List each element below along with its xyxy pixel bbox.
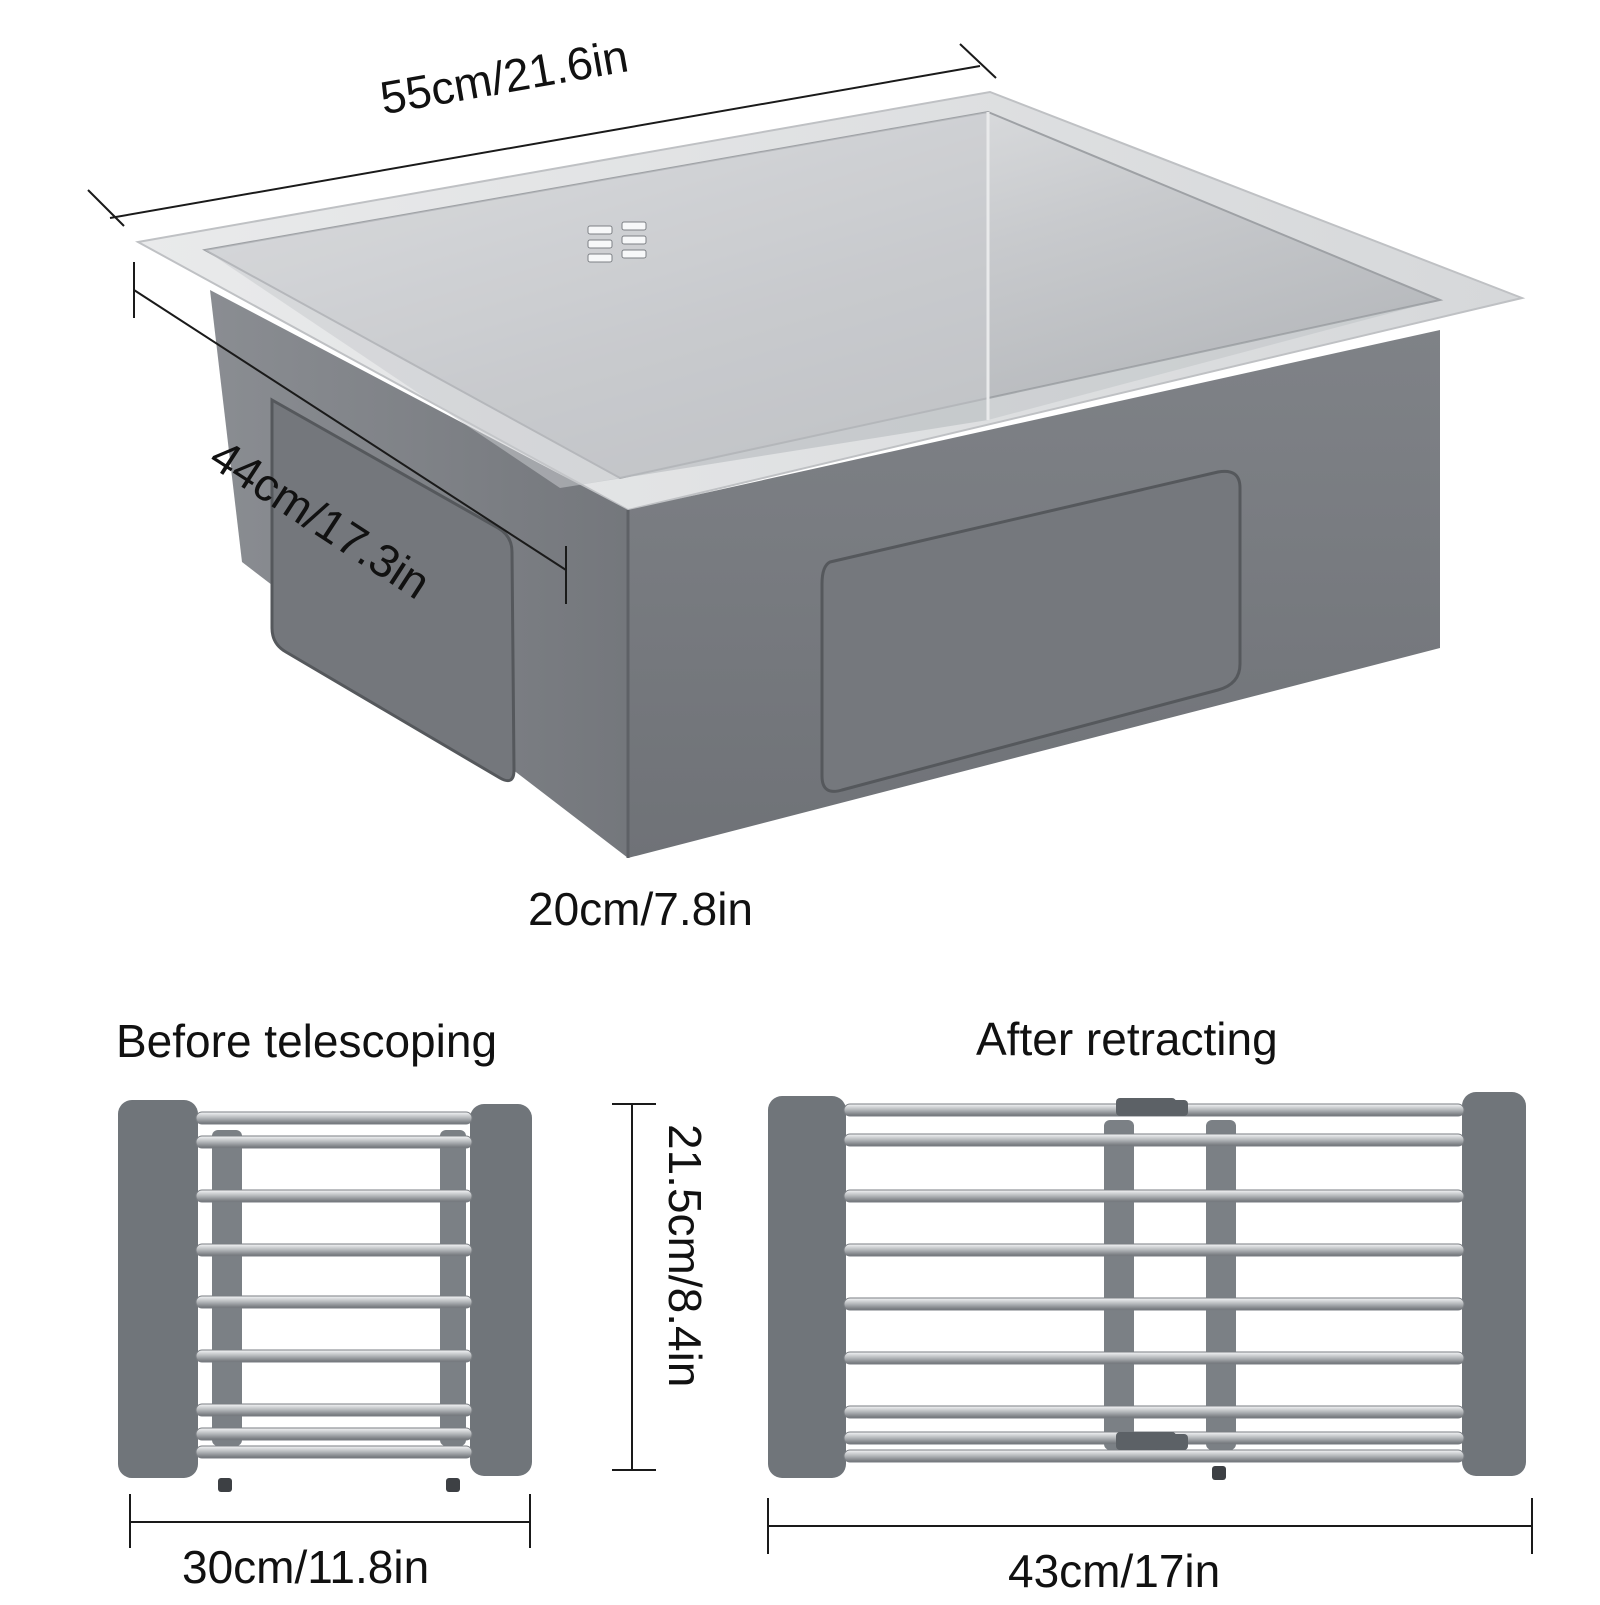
rack-after-left-handle	[768, 1096, 846, 1478]
rack-after-bar-9	[843, 1449, 1465, 1463]
rack-before-feet	[218, 1478, 460, 1492]
rack-after-mid-rail-right	[1206, 1120, 1236, 1450]
rack-before-left-handle	[118, 1100, 198, 1478]
rack-after-clips	[1116, 1098, 1188, 1450]
sink-basin-back-wall	[205, 112, 988, 488]
rack-before-right-rail	[440, 1130, 466, 1446]
rack-after-width-label: 43cm/17in	[1008, 1545, 1221, 1597]
rack-before-left-rail	[212, 1130, 242, 1446]
rack-after-bar-3	[843, 1189, 1465, 1203]
overflow-drain-icon	[587, 221, 647, 263]
rack-after-mid-rail-left	[1104, 1120, 1134, 1450]
rack-before-bar-7	[195, 1403, 473, 1417]
rack-before-bar-5	[195, 1295, 473, 1309]
rack-before-bars	[195, 1111, 473, 1459]
rack-dimension-lines	[129, 1103, 1533, 1554]
rack-before-bar-9	[195, 1445, 473, 1459]
sink-front-pad	[820, 469, 1242, 793]
rack-before-bar-6	[195, 1349, 473, 1363]
rack-before-title: Before telescoping	[116, 1015, 498, 1067]
rack-after-bar-6	[843, 1351, 1465, 1365]
sink-dimension-lines	[87, 43, 997, 604]
rack-after-bars	[843, 1103, 1465, 1463]
rack-before-bar-4	[195, 1243, 473, 1257]
rack-after-foot	[1212, 1466, 1226, 1480]
rack-before-bar-2	[195, 1135, 473, 1149]
rack-before-bar-8	[195, 1427, 473, 1441]
rack-depth-label: 21.5cm/8.4in	[659, 1124, 711, 1388]
rack-after-title: After retracting	[976, 1013, 1278, 1065]
rack-after-illustration	[768, 1092, 1526, 1480]
sink-side-pad	[270, 397, 516, 783]
sink-illustration	[87, 43, 1526, 858]
rack-before-illustration	[118, 1100, 532, 1492]
rack-before-bar-3	[195, 1189, 473, 1203]
rack-before-right-handle	[470, 1104, 532, 1476]
rack-before-width-label: 30cm/11.8in	[182, 1541, 430, 1593]
sink-height-label: 20cm/7.8in	[528, 883, 754, 935]
rack-after-bar-4	[843, 1243, 1465, 1257]
rack-after-right-handle	[1462, 1092, 1526, 1476]
rack-before-bar-1	[195, 1111, 473, 1125]
rack-after-bar-5	[843, 1297, 1465, 1311]
rack-after-bar-7	[843, 1405, 1465, 1419]
rack-after-bar-2	[843, 1133, 1465, 1147]
